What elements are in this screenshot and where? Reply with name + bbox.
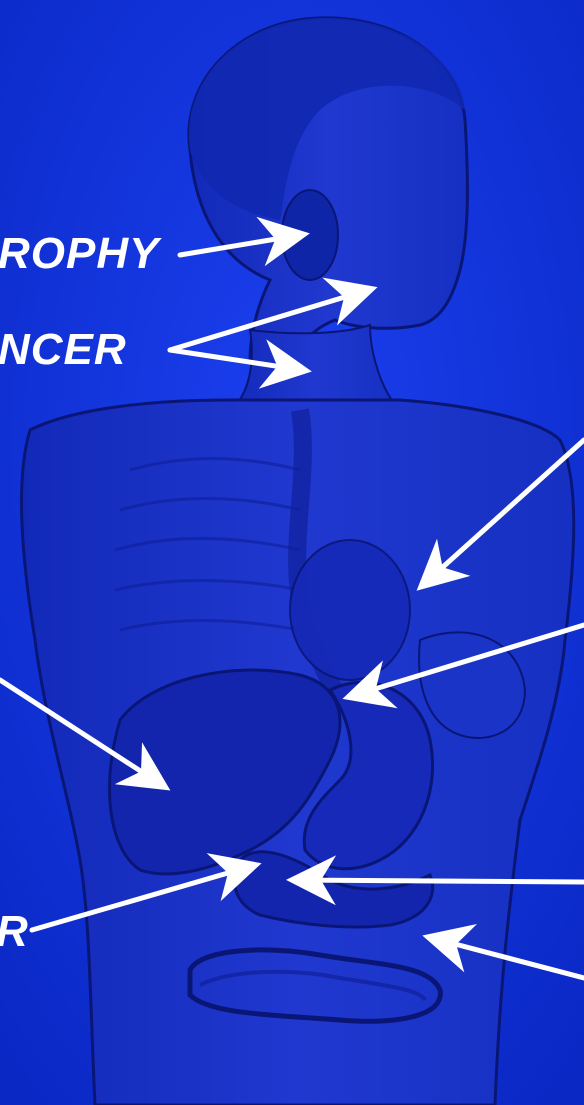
label-atrophy: ROPHY <box>0 232 159 276</box>
arrow-icon <box>296 880 584 882</box>
label-cancer: NCER <box>0 328 127 372</box>
label-bottom-left: R <box>0 910 29 954</box>
heart <box>290 540 410 680</box>
